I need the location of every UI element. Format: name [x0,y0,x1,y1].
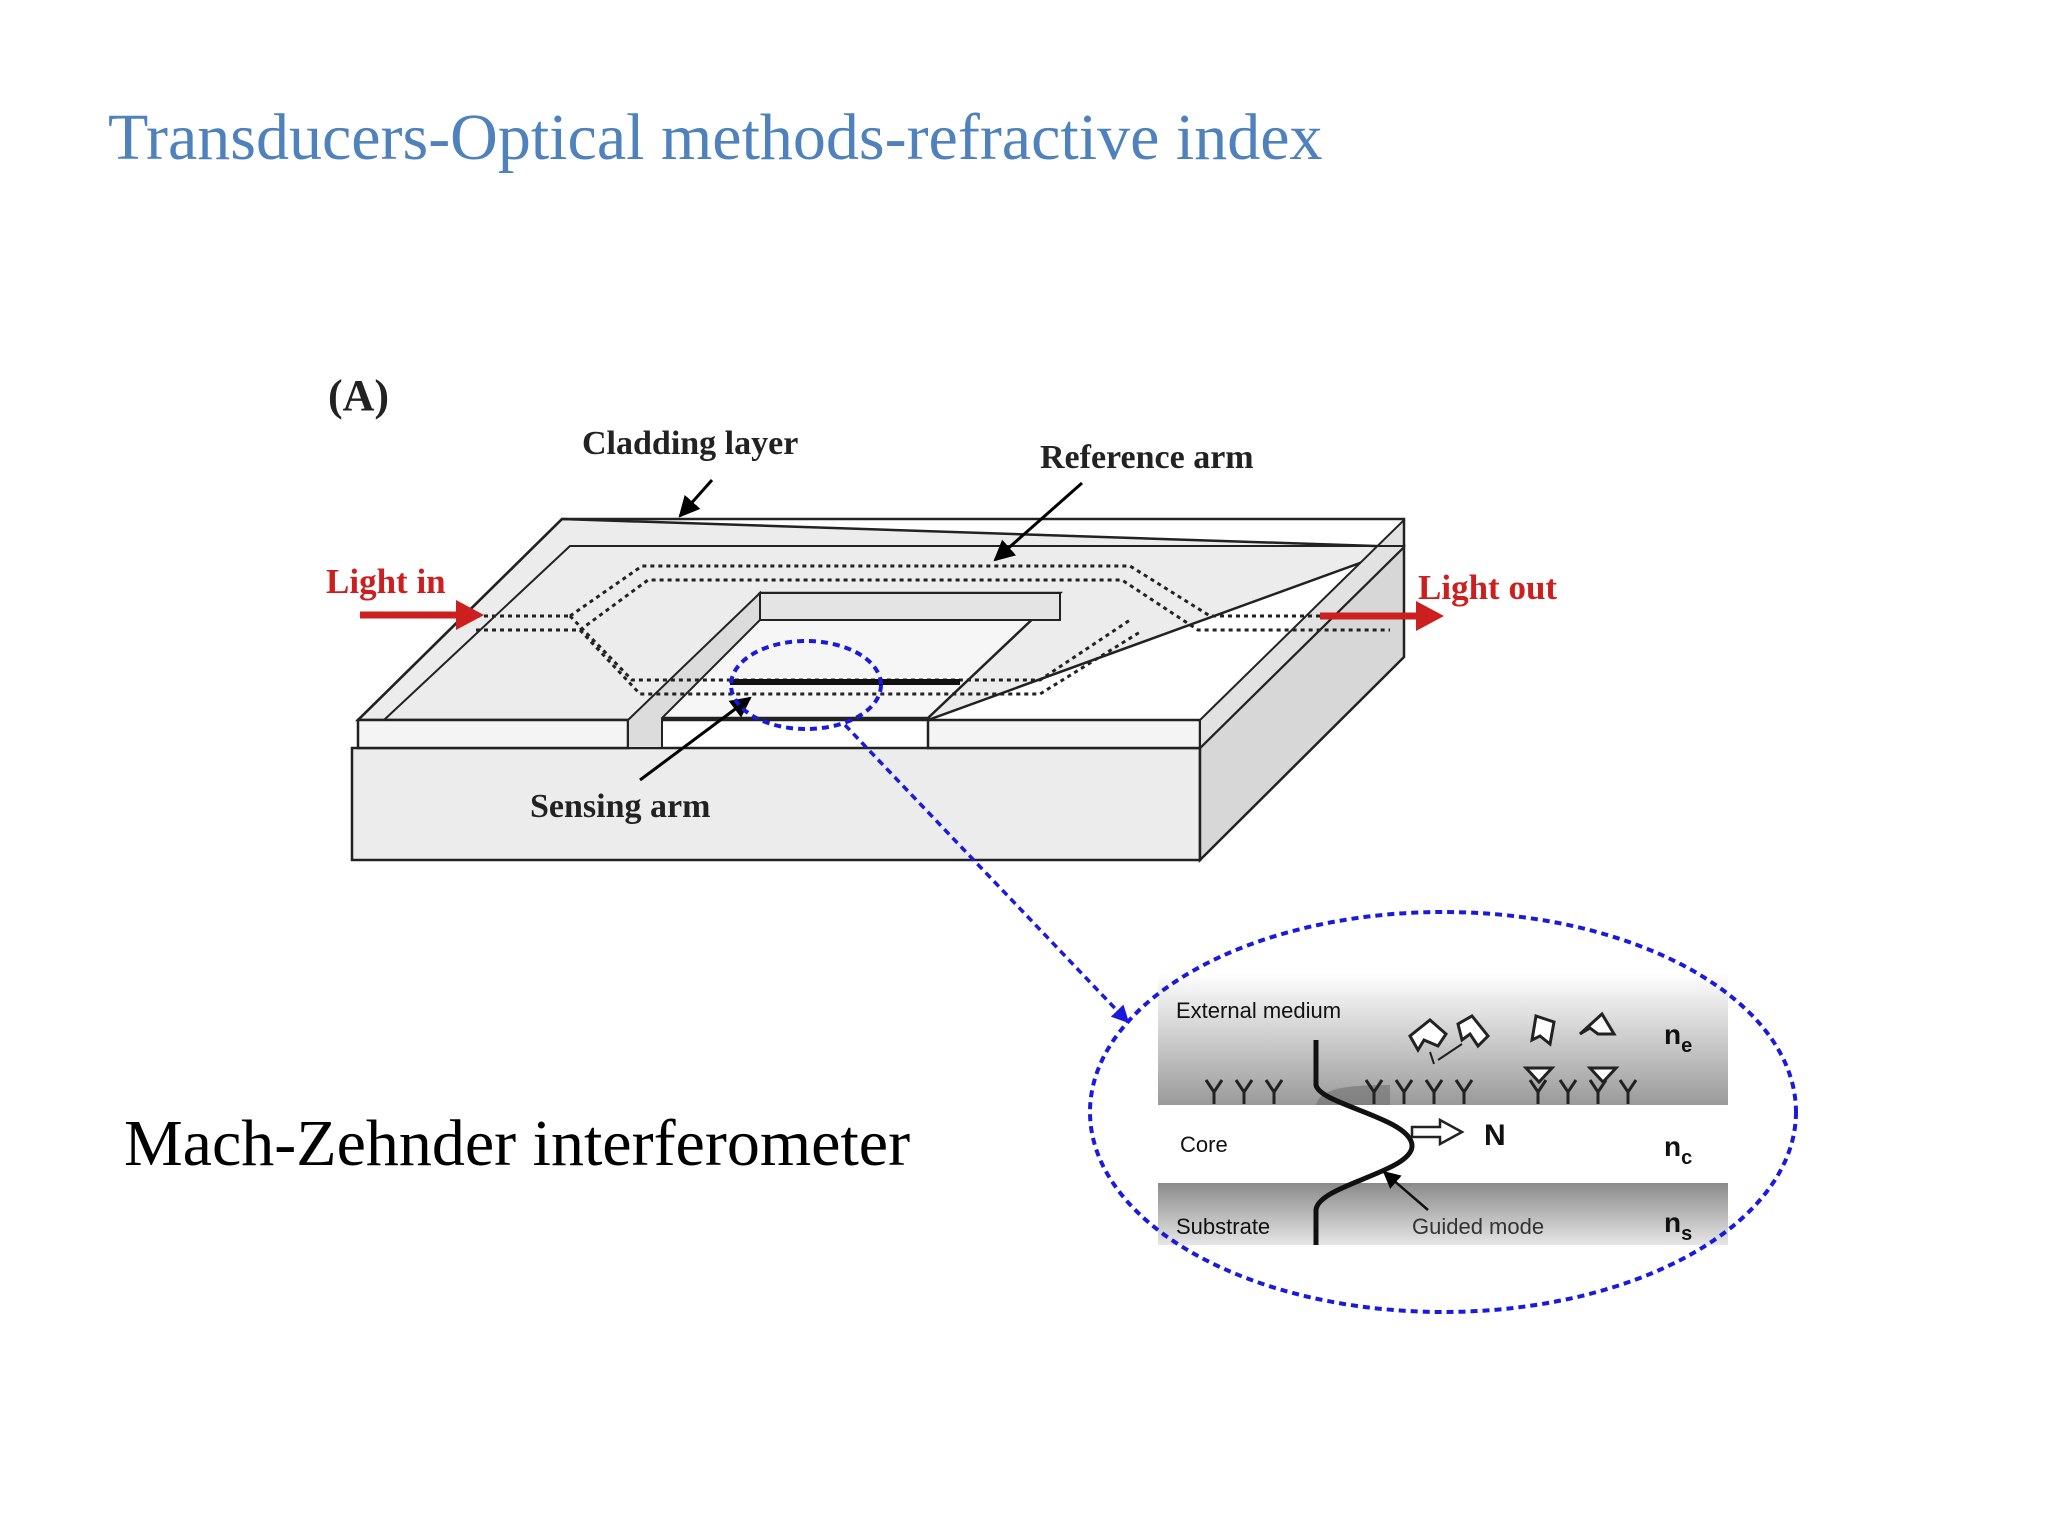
guided-mode-pointer [1382,1170,1429,1211]
external-medium-label: External medium [1176,998,1341,1023]
receptor [1588,1079,1608,1104]
light-out-arrow [1320,601,1444,631]
light-in-arrow [360,600,484,630]
substrate-label: Substrate [1176,1214,1270,1239]
n-e-label: ne [1664,1019,1692,1057]
sensing-arm-path [568,614,1131,682]
cladding-pointer [678,479,714,518]
waveguide-cross-section-inset: N External medium Core Substrate Guided … [1158,973,1728,1245]
n-e-subscript: e [1681,1035,1692,1057]
free-analyte [1530,1014,1556,1047]
receptor [1394,1079,1414,1104]
guided-mode-profile [1313,1040,1415,1245]
free-analyte [1578,1011,1617,1036]
receptor [1618,1079,1638,1104]
panel-label: (A) [328,371,389,420]
reference-arm-label: Reference arm [1040,439,1254,476]
n-c-subscript: c [1681,1147,1692,1169]
receptor [1424,1079,1444,1104]
receptor [1454,1079,1474,1104]
cladding-front-face-right [926,718,1202,750]
receptor [1264,1079,1284,1104]
receptor-layer [1204,1079,1638,1104]
n-s-base: n [1664,1207,1681,1238]
n-e-base: n [1664,1019,1681,1050]
cladding-front-face-left [356,718,630,750]
core-layer [1158,1105,1728,1183]
n-s-label: ns [1664,1207,1692,1245]
zoom-circle-large [1088,910,1798,1314]
substrate-front-face [350,746,1202,862]
light-in-label: Light in [326,562,446,601]
slide-title: Transducers-Optical methods-refractive i… [108,101,1323,174]
bound-analyte [1586,1066,1620,1085]
receptor [1364,1079,1384,1104]
chip-3d [350,517,1406,864]
free-analyte [1408,1018,1448,1053]
free-analytes [1408,1011,1617,1053]
n-c-base: n [1664,1131,1681,1162]
n-arrow-icon [1410,1117,1465,1147]
light-out-label: Light out [1418,568,1557,607]
reference-pointer [993,481,1083,562]
free-analyte [1456,1014,1491,1049]
reference-arm-path [569,564,1390,618]
sensing-arm-path-inner [578,628,1141,696]
n-s-subscript: s [1681,1223,1692,1245]
reference-arm-path-inner [579,578,1390,632]
analyte-tick [1437,1043,1463,1061]
receptor [1558,1079,1578,1104]
n-label: N [1484,1119,1506,1152]
receptor [1204,1079,1224,1104]
sensing-window-back-wall [756,592,1061,621]
sensing-arm-label: Sensing arm [530,788,710,825]
bound-analyte [1522,1066,1556,1085]
receptor [1528,1079,1548,1104]
waveguide-paths [476,564,1390,696]
bound-analytes [1522,1066,1620,1085]
sensing-window-left-wall [627,590,761,749]
analyte-tick [1429,1051,1435,1065]
zoom-circle-small [729,639,883,731]
guided-mode-label: Guided mode [1412,1214,1544,1239]
sensing-pointer [639,696,752,782]
n-c-label: nc [1664,1131,1692,1169]
receptor [1234,1079,1254,1104]
cladding-inner-edge [383,545,1404,721]
diagram-caption: Mach-Zehnder interferometer [124,1107,911,1180]
zoom-callout-line [843,723,1130,1024]
core-label: Core [1180,1132,1228,1157]
substrate-layer [1158,1183,1728,1245]
cladding-layer-label: Cladding layer [582,425,798,462]
